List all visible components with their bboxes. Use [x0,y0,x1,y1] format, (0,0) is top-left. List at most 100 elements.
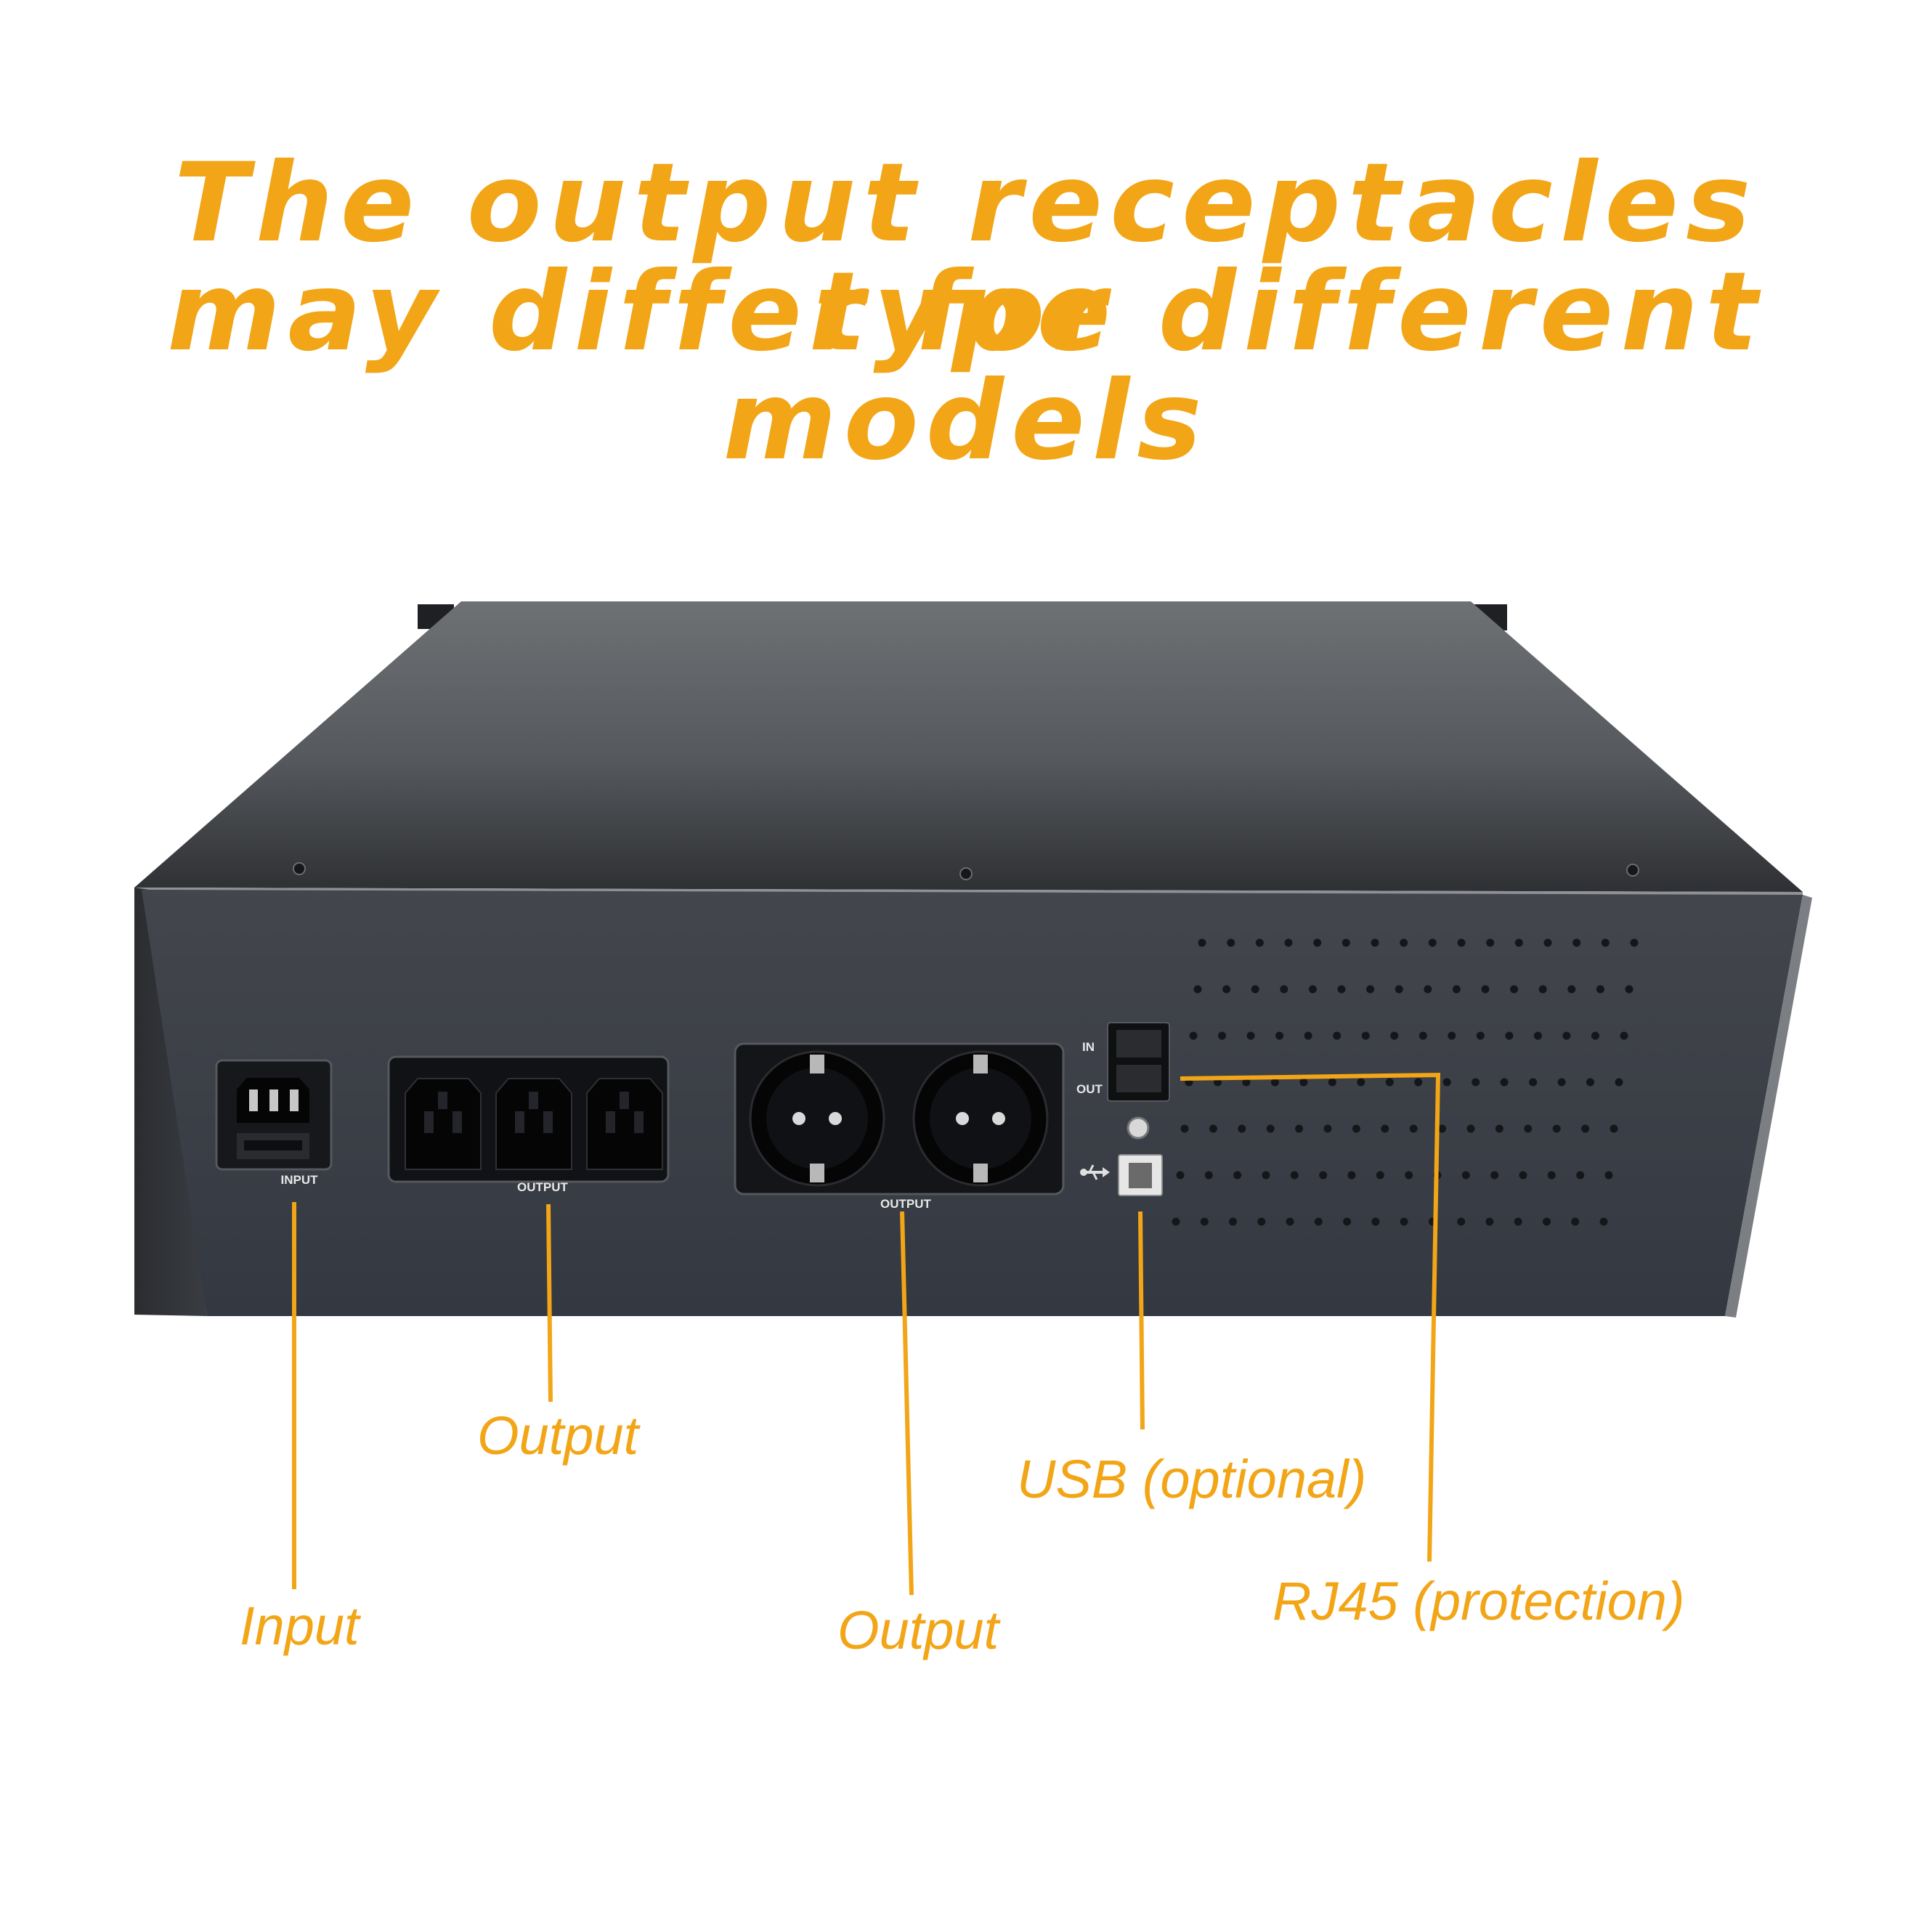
vent-hole [1620,1031,1628,1040]
vent-hole [1337,985,1346,994]
vent-hole [1442,1078,1451,1087]
vent-hole [1172,1217,1180,1226]
vent-hole [1510,985,1519,994]
vent-hole [1519,1171,1527,1180]
headline-line-1: The output receptacles type [174,140,1758,376]
vent-hole [1586,1078,1594,1087]
ground-screw [1127,1116,1150,1140]
vent-hole [1323,1124,1332,1133]
vent-hole [1290,1171,1299,1180]
vent-hole [1538,985,1547,994]
vent-hole [1461,1171,1470,1180]
vent-hole [1438,1124,1447,1133]
vent-hole [1400,938,1408,947]
vent-hole [1390,1031,1399,1040]
vent-hole [1304,1031,1312,1040]
vent-hole [1552,1124,1561,1133]
screw [1626,864,1639,877]
vent-hole [1562,1031,1571,1040]
vent-hole [1371,938,1379,947]
screw [293,862,306,875]
rj45-ports [1107,1022,1170,1102]
vent-hole [1366,985,1375,994]
screw [959,867,973,880]
vent-hole [1361,1031,1370,1040]
vent-hole [1596,985,1604,994]
vent-hole [1233,1171,1242,1180]
vent-hole [1610,1124,1618,1133]
vent-hole [1529,1078,1538,1087]
vent-hole [1481,985,1490,994]
vent-hole [1280,985,1288,994]
vent-hole [1313,938,1322,947]
vent-hole [1547,1171,1556,1180]
vent-hole [1238,1124,1246,1133]
vent-hole [1599,1217,1608,1226]
vent-hole [1333,1031,1342,1040]
vent-hole [1242,1078,1251,1087]
vent-hole [1452,985,1461,994]
chassis-left-side [134,888,207,1316]
vent-hole [1314,1217,1323,1226]
rj45-in-label: IN [1082,1040,1095,1054]
callout-usb: USB (optional) [1017,1449,1367,1509]
callout-input: Input [240,1596,360,1656]
output-iec-label: OUTPUT [517,1180,569,1194]
vent-hole [1418,1031,1427,1040]
vent-hole [1266,1124,1275,1133]
vent-hole [1400,1217,1408,1226]
vent-hole [1222,985,1231,994]
vent-hole [1286,1217,1294,1226]
vent-hole [1209,1124,1217,1133]
vent-hole [1270,1078,1279,1087]
vent-hole [1457,1217,1466,1226]
vent-hole [1543,1217,1551,1226]
vent-hole [1476,1031,1485,1040]
chassis-right-side [1725,895,1812,1318]
schuko-socket [912,1050,1049,1187]
vent-hole [1198,938,1206,947]
vent-hole [1490,1171,1499,1180]
vent-hole [1385,1078,1394,1087]
rj45-out-label: OUT [1076,1082,1103,1096]
vent-hole [1395,985,1403,994]
vent-hole [1485,1217,1494,1226]
vent-hole [1472,1078,1480,1087]
usb-symbol-icon [1080,1164,1110,1180]
vent-hole [1319,1171,1328,1180]
vent-hole [1229,1217,1237,1226]
vent-hole [1376,1171,1384,1180]
vent-hole [1343,1217,1352,1226]
usb-b-port [1118,1154,1163,1196]
vent-hole [1576,1171,1585,1180]
vent-hole [1371,1217,1380,1226]
vent-hole [1543,938,1552,947]
chassis-top [134,601,1803,892]
vent-hole [1189,1031,1198,1040]
vent-hole [1615,1078,1623,1087]
vent-hole [1500,1078,1509,1087]
vent-hole [1591,1031,1599,1040]
vent-hole [1246,1031,1255,1040]
vent-hole [1533,1031,1542,1040]
vent-hole [1257,1217,1266,1226]
vent-hole [1448,1031,1456,1040]
vent-hole [1572,938,1581,947]
vent-hole [1218,1031,1226,1040]
vent-hole [1275,1031,1284,1040]
vent-hole [1295,1124,1304,1133]
callout-leader-lines [292,1072,1441,1596]
vent-hole [1405,1171,1413,1180]
vent-hole [1428,938,1437,947]
vent-hole [1381,1124,1389,1133]
vent-hole [1193,985,1202,994]
vent-hole [1299,1078,1308,1087]
vent-hole [1486,938,1495,947]
vent-hole [1328,1078,1336,1087]
iec-c13-socket [586,1078,663,1170]
iec-c13-socket [495,1078,572,1170]
vent-hole [1227,938,1235,947]
vent-hole [1352,1124,1360,1133]
